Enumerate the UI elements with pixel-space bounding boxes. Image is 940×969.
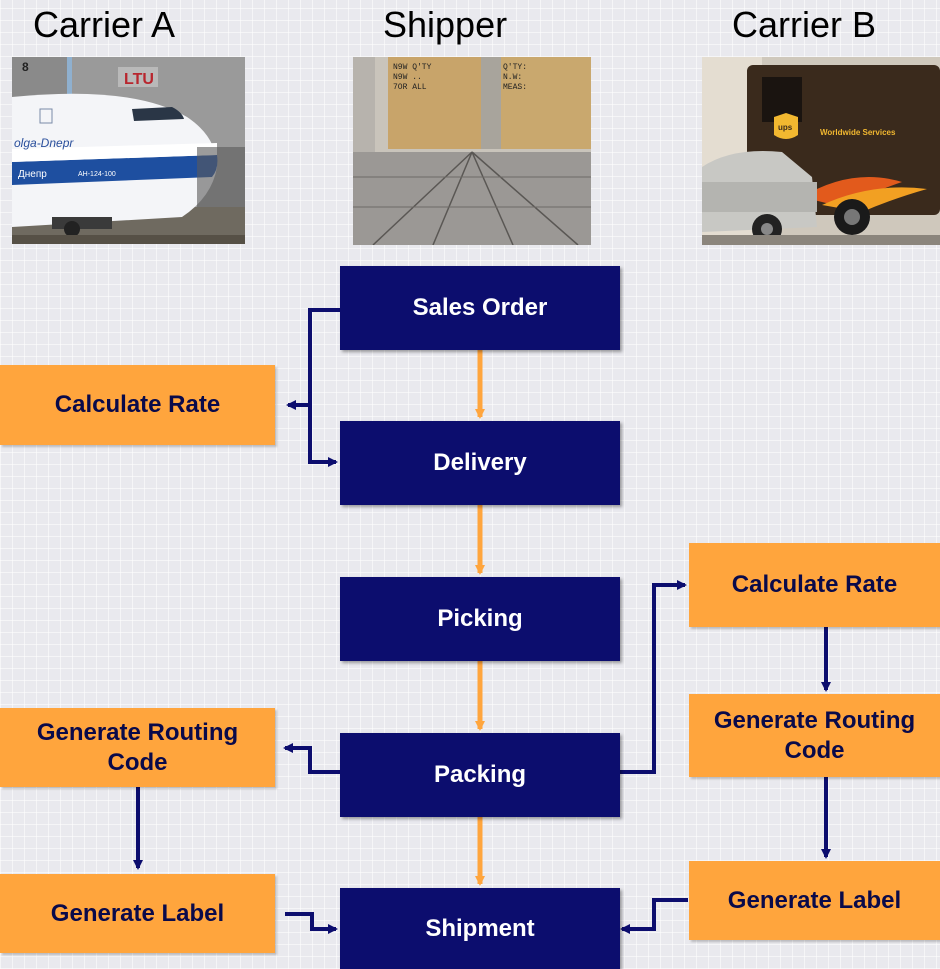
shipment-step: Shipment xyxy=(340,888,620,969)
packing-step: Packing xyxy=(340,733,620,817)
carrier-b-generate-label: Generate Label xyxy=(689,861,940,940)
svg-text:AH-124-100: AH-124-100 xyxy=(78,171,116,178)
picking-step: Picking xyxy=(340,577,620,661)
connector-label-a-to-shipment xyxy=(285,912,338,934)
connector-packing-to-routing-a xyxy=(283,743,340,774)
svg-text:Worldwide Services: Worldwide Services xyxy=(820,128,896,137)
connector-label-b-to-shipment xyxy=(620,898,688,934)
carrier-b-calculate-rate: Calculate Rate xyxy=(689,543,940,627)
delivery-step: Delivery xyxy=(340,421,620,505)
svg-text:N9W Q'TY: N9W Q'TY xyxy=(393,63,432,72)
carrier-a-routing-line1: Generate Routing xyxy=(36,718,239,746)
carrier-a-heading: Carrier A xyxy=(33,4,176,45)
svg-text:N9W ..: N9W .. xyxy=(393,73,422,82)
carrier-a-generate-routing-code: Generate Routing Code xyxy=(0,708,275,787)
svg-text:olga-Dnepr: olga-Dnepr xyxy=(14,136,74,150)
svg-text:8: 8 xyxy=(22,60,29,74)
svg-text:LTU: LTU xyxy=(124,71,154,88)
warehouse-boxes-photo: N9W Q'TY N9W .. 7OR ALL Q'TY: N.W: MEAS: xyxy=(353,57,591,245)
sales-order-step: Sales Order xyxy=(340,266,620,350)
svg-text:N.W:: N.W: xyxy=(503,73,522,82)
connector-sales-order-to-calculate-rate-a xyxy=(286,308,340,410)
shipper-heading: Shipper xyxy=(383,4,508,45)
carrier-a-calculate-rate: Calculate Rate xyxy=(0,365,275,445)
airplane-photo: 8 LTU olga-Dnepr Днепр AH-124-100 xyxy=(12,57,245,244)
svg-text:MEAS:: MEAS: xyxy=(503,83,527,92)
svg-text:ups: ups xyxy=(778,123,793,132)
carrier-a-generate-label: Generate Label xyxy=(0,874,275,953)
svg-text:Днепр: Днепр xyxy=(18,169,47,180)
svg-text:7OR ALL: 7OR ALL xyxy=(393,83,427,92)
carrier-b-generate-routing-code: Generate Routing Code xyxy=(689,694,940,777)
delivery-truck-photo: ups Worldwide Services xyxy=(702,57,940,245)
carrier-a-routing-line2: Code xyxy=(107,748,168,776)
carrier-b-routing-line2: Code xyxy=(784,736,845,764)
carrier-b-routing-line1: Generate Routing xyxy=(713,706,916,734)
connector-packing-to-calculate-rate-b xyxy=(620,580,687,774)
connector-to-delivery xyxy=(308,405,338,467)
carrier-b-heading: Carrier B xyxy=(732,4,877,45)
svg-text:Q'TY:: Q'TY: xyxy=(503,63,527,72)
